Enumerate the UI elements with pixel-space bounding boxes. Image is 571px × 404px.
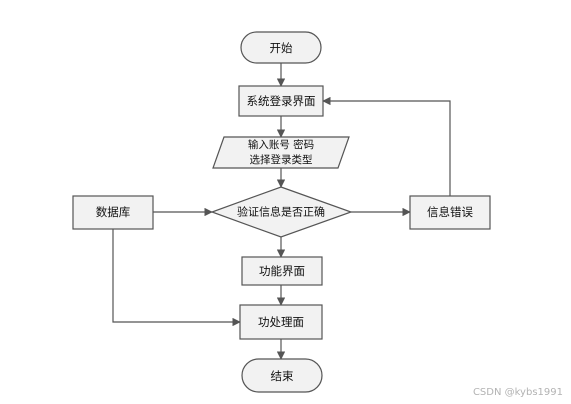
info-error-label: 信息错误 [427,205,473,219]
edge-error-to-login [322,96,451,196]
func-screen-box [241,256,323,286]
end-terminal [241,358,323,393]
func-process-label: 功处理面 [258,315,304,329]
input-label-line2: 选择登录类型 [250,153,313,166]
verify-label: 验证信息是否正确 [237,205,325,219]
info-error-box [409,195,491,230]
end-label: 结束 [271,369,294,383]
edge-database-to-process [112,229,241,327]
input-label-line1: 输入账号 密码 [248,138,314,151]
database-box [72,195,154,230]
login-screen-box [238,85,324,117]
start-terminal [240,31,322,64]
database-label: 数据库 [96,205,131,219]
start-label: 开始 [270,41,293,55]
verify-decision [210,186,353,238]
login-screen-label: 系统登录界面 [247,94,316,108]
input-parallelogram [212,136,350,169]
func-screen-label: 功能界面 [259,264,305,278]
csdn-watermark: CSDN @kybs1991 [472,387,563,398]
func-process-box [239,304,323,340]
